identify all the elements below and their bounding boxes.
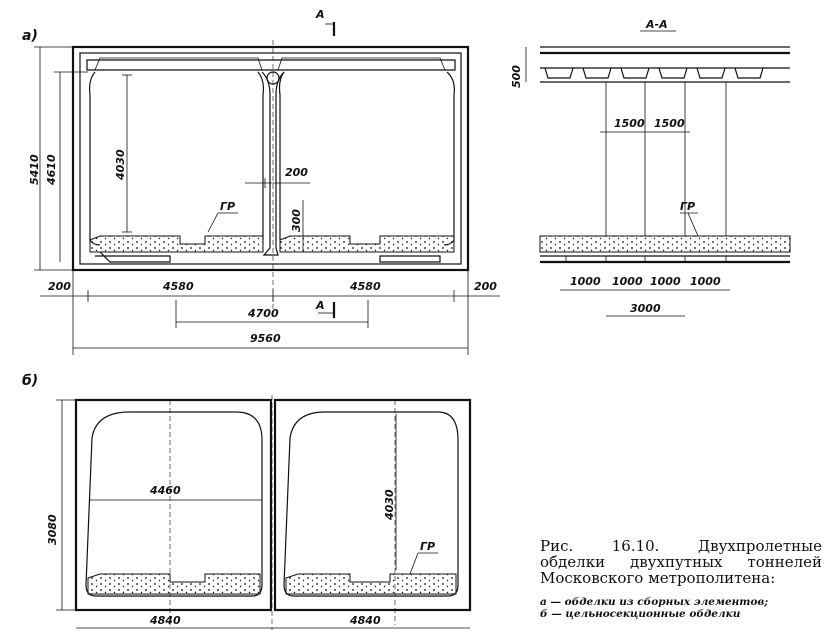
caption-line-b: б — цельносекционные обделки [540,608,741,620]
dim-clear-height: 4030 [114,149,127,181]
dim-span-right: 4580 [349,280,381,293]
gr-mark-a: ГР [207,200,238,233]
dim-b3: 1000 [650,275,681,288]
section-mark-top: А [315,8,336,36]
dim-b-span-left: 4840 [149,614,181,627]
dim-b-inner-width: 4460 [149,484,181,497]
dim-pillar: 200 [245,166,310,188]
dim-b1: 1000 [570,275,601,288]
dim-wall-left: 200 [48,280,71,293]
dim-b-span-right: 4840 [349,614,381,627]
monolithic-cross-section [74,395,472,630]
dim-span-left: 4580 [162,280,194,293]
section-mark-bottom: А [315,299,336,318]
dims-vertical-a: 5410 4610 4030 300 [28,46,304,271]
svg-text:А: А [315,299,325,312]
dim-slab: 500 [510,65,523,88]
svg-text:ГР: ГР [220,200,235,213]
dim-inner-height: 4610 [45,154,58,186]
dim-pillar-spacing: 4700 [247,307,279,320]
dim-section-total: 3000 [630,302,661,315]
dims-horizontal-a: 200 4580 4580 200 4700 9560 [40,270,500,355]
dim-wall-right: 200 [474,280,497,293]
dim-pillar-height: 300 [290,209,303,232]
dims-section: 500 1500 1500 ГР 1000 1000 1000 1000 300… [510,47,730,317]
dim-b-clear-height: 4030 [383,489,396,521]
svg-text:ГР: ГР [420,540,435,553]
figure-caption-legend: а — обделки из сборных элементов; б — це… [540,596,822,620]
dim-pillar-width: 200 [285,166,308,179]
dims-b: 3080 4460 4030 ГР 4840 4840 [46,399,470,629]
svg-text:ГР: ГР [680,200,695,213]
caption-line-a: а — обделки из сборных элементов; [540,596,769,608]
dim-step1: 1500 [614,117,645,130]
dim-b4: 1000 [690,275,721,288]
svg-text:А: А [315,8,325,21]
longitudinal-section [539,46,791,264]
section-title: А-А [645,18,668,31]
dim-b2: 1000 [612,275,643,288]
dim-total-height: 5410 [28,154,41,185]
part-b-label: б) [22,373,38,389]
part-a-label: а) [22,28,38,44]
precast-cross-section [71,40,470,320]
dim-b-height: 3080 [46,514,59,545]
dim-total-width: 9560 [250,332,281,345]
dim-step2: 1500 [654,117,685,130]
figure-caption-title: Рис. 16.10. Двухпролетные обделки двухпу… [540,537,822,587]
